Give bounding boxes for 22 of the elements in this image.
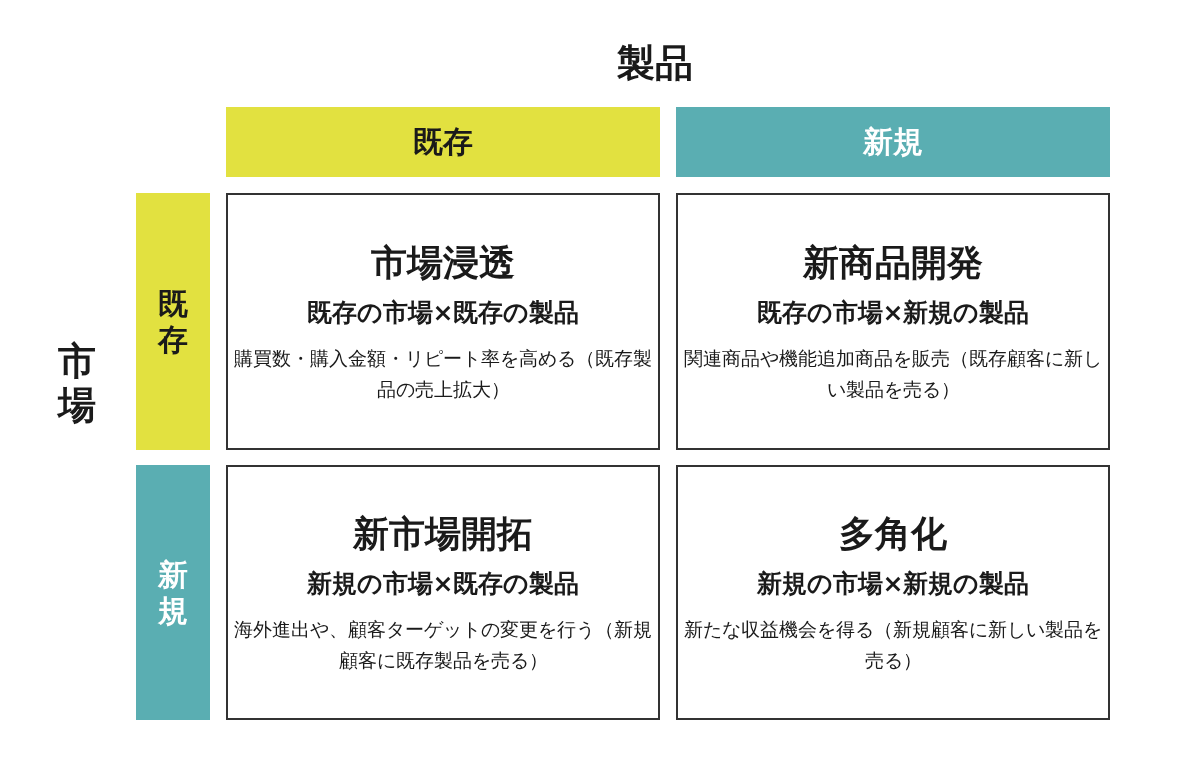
column-header: 既存: [226, 107, 660, 177]
cell-subtitle: 新規の市場×新規の製品: [756, 568, 1030, 601]
cell-description: 購買数・購入金額・リピート率を高める（既存製品の売上拡大）: [233, 346, 653, 402]
axis-title: 製品: [616, 40, 694, 87]
column-header: 新規: [676, 107, 1110, 177]
cell-description: 関連商品や機能追加商品を販売（既存顧客に新しい製品を売る）: [683, 346, 1103, 402]
matrix-cell: [226, 465, 660, 720]
cell-description: 海外進出や、顧客ターゲットの変更を行う（新規顧客に既存製品を売る）: [233, 617, 653, 673]
axis-title: 市場: [58, 340, 97, 428]
cell-title: 市場浸透: [371, 241, 515, 286]
matrix-cell: [676, 465, 1110, 720]
cell-subtitle: 新規の市場×既存の製品: [306, 568, 580, 601]
row-header: 新規: [136, 465, 210, 720]
matrix-cell: [226, 193, 660, 450]
cell-subtitle: 既存の市場×既存の製品: [306, 297, 580, 330]
row-header: 既存: [136, 193, 210, 450]
cell-title: 多角化: [839, 512, 947, 557]
cell-description: 新たな収益機会を得る（新規顧客に新しい製品を売る）: [683, 617, 1103, 673]
cell-title: 新商品開発: [803, 241, 983, 286]
matrix-cell: [676, 193, 1110, 450]
cell-title: 新市場開拓: [353, 512, 533, 557]
cell-subtitle: 既存の市場×新規の製品: [756, 297, 1030, 330]
